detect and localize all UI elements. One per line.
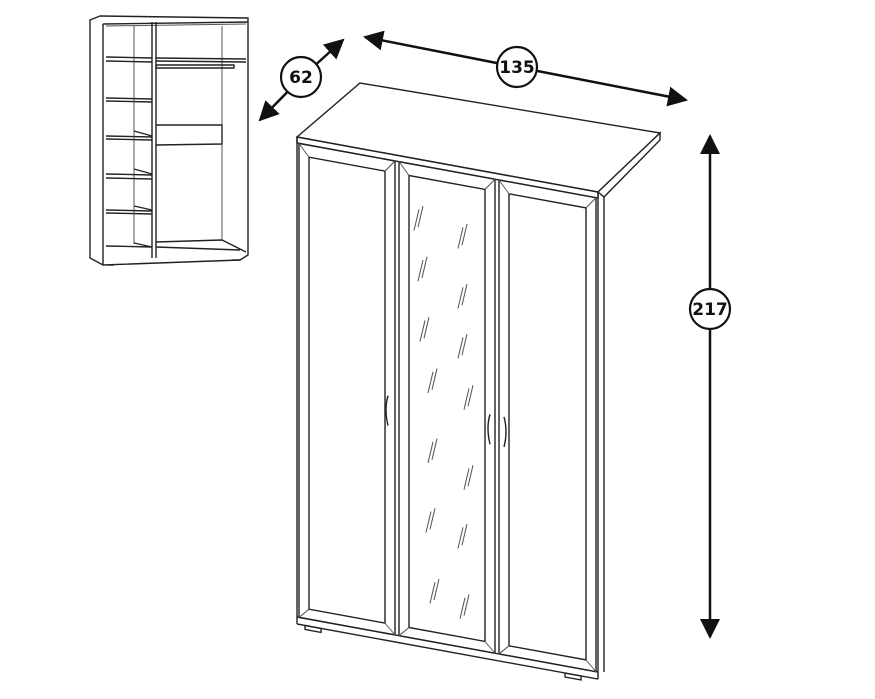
wardrobe (295, 82, 662, 681)
handle-right-icon (503, 416, 507, 448)
door-right (498, 179, 597, 673)
interior-view (89, 15, 249, 266)
door-left (298, 142, 396, 636)
door-middle-mirror (398, 160, 496, 654)
foot-left (304, 624, 322, 634)
dimension-depth: 62 (258, 38, 345, 122)
hanging-rail (155, 64, 235, 69)
wardrobe-side (596, 131, 661, 198)
handle-middle-icon (487, 414, 491, 445)
width-label: 135 (499, 58, 535, 78)
dimension-width: 135 (363, 30, 688, 107)
shelves (105, 56, 153, 248)
depth-label: 62 (289, 68, 313, 88)
mirror-reflection-marks (413, 205, 474, 620)
foot-right (564, 672, 582, 681)
dimension-height: 217 (688, 134, 732, 639)
handle-left-icon (385, 395, 389, 426)
height-label: 217 (692, 300, 728, 320)
